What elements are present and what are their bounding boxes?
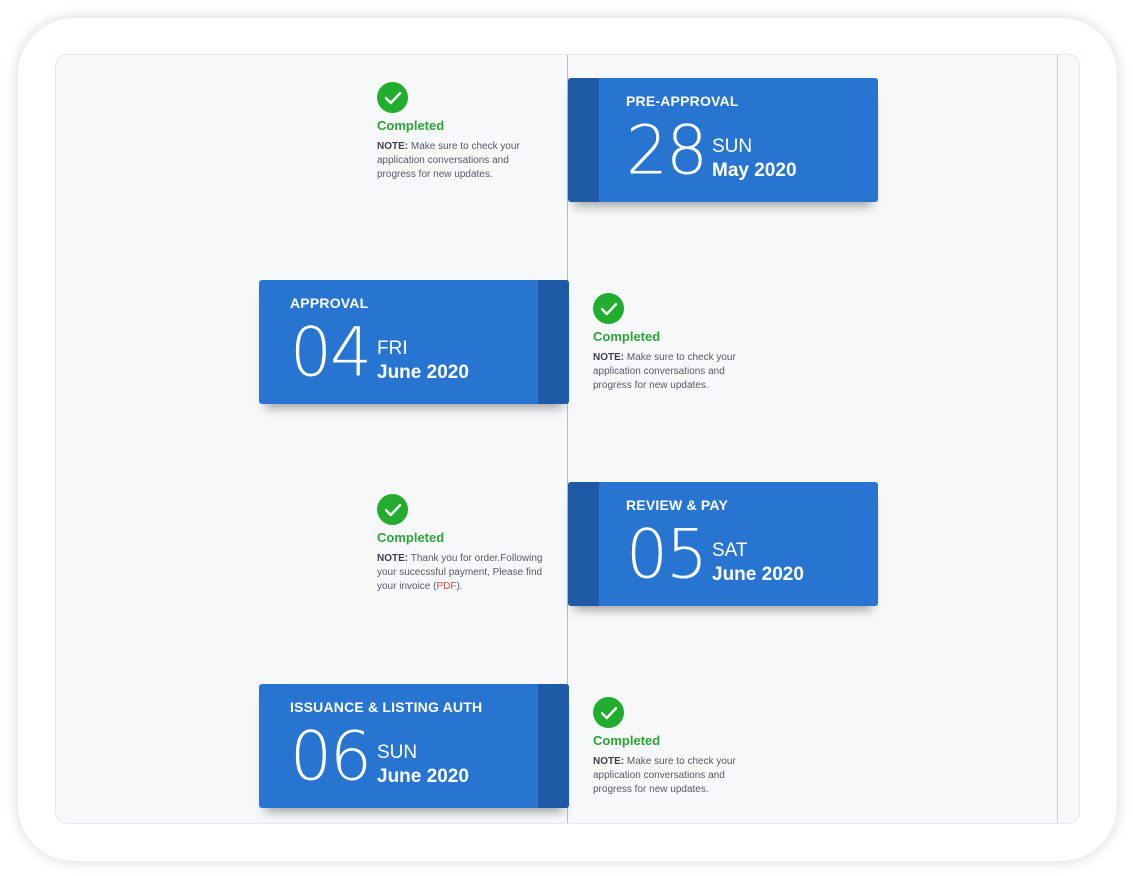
status-note: NOTE: Thank you for order.Following your… [377,552,547,594]
step-card-review-pay[interactable]: REVIEW & PAY 05 SAT June 2020 [568,482,878,606]
note-label: NOTE: [377,553,409,564]
scroll-rail[interactable] [1057,55,1058,823]
status-label: Completed [377,530,445,545]
weekday: SAT [712,540,748,561]
stage-title: ISSUANCE & LISTING AUTH [290,699,483,715]
card-band [568,78,599,202]
step-card-pre-approval[interactable]: PRE-APPROVAL 28 SUN May 2020 [568,78,878,202]
stage-title: PRE-APPROVAL [626,93,739,109]
check-circle-icon [593,293,624,324]
stage-title: REVIEW & PAY [626,497,728,513]
status-note: NOTE: Make sure to check your applicatio… [593,755,763,797]
weekday: SUN [377,742,418,763]
month-year: June 2020 [712,564,804,585]
status-label: Completed [377,118,445,133]
frame-notch [142,33,182,39]
step-card-approval[interactable]: APPROVAL 04 FRI June 2020 [259,280,569,404]
weekday: FRI [377,338,408,359]
timeline-screen: Completed NOTE: Make sure to check your … [55,54,1080,824]
card-band [538,280,569,404]
note-label: NOTE: [593,352,625,363]
check-circle-icon [377,82,408,113]
step-status: Completed NOTE: Make sure to check your … [593,697,763,797]
status-note: NOTE: Make sure to check your applicatio… [593,351,763,393]
day-number: 05 [626,515,708,594]
day-number: 04 [290,313,372,392]
note-tail: ). [456,581,463,592]
check-circle-icon [377,494,408,525]
weekday: SUN [712,136,753,157]
timeline-line [567,55,568,823]
card-band [568,482,599,606]
note-text: Make sure to check your application conv… [377,141,520,180]
step-status: Completed NOTE: Make sure to check your … [593,293,763,393]
frame-notch [95,33,133,39]
note-text: Make sure to check your application conv… [593,352,736,391]
note-text: Make sure to check your application conv… [593,756,736,795]
note-label: NOTE: [593,756,625,767]
note-label: NOTE: [377,141,409,152]
card-band [538,684,569,808]
check-circle-icon [593,697,624,728]
month-year: June 2020 [377,766,469,787]
status-note: NOTE: Make sure to check your applicatio… [377,140,547,182]
day-number: 28 [626,111,708,190]
stage-title: APPROVAL [290,295,369,311]
step-status: Completed NOTE: Make sure to check your … [377,82,547,182]
day-number: 06 [290,717,372,796]
step-status: Completed NOTE: Thank you for order.Foll… [377,494,547,594]
status-label: Completed [593,733,661,748]
month-year: June 2020 [377,362,469,383]
month-year: May 2020 [712,160,797,181]
invoice-pdf-link[interactable]: PDF [436,581,457,592]
note-text: Thank you for order.Following your sucec… [377,553,543,592]
step-card-issuance[interactable]: ISSUANCE & LISTING AUTH 06 SUN June 2020 [259,684,569,808]
status-label: Completed [593,329,661,344]
